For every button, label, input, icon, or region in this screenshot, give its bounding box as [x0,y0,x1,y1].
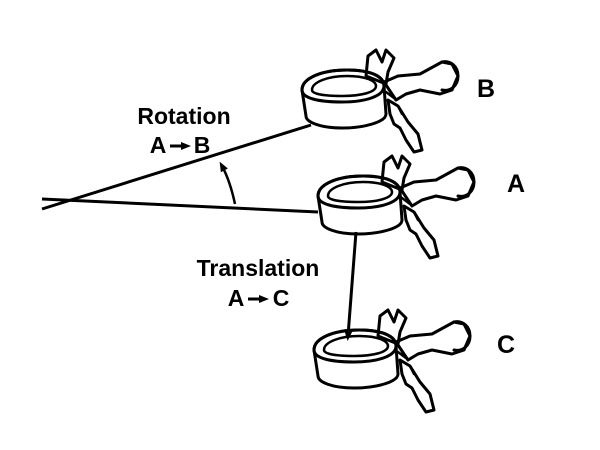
translation-to-label: C [273,285,290,311]
vertebra-a [316,154,476,260]
rotation-angle-arc [219,161,237,205]
vertebra-c [312,308,472,414]
translation-title: Translation [197,255,320,281]
rotation-line-to-b [41,123,312,211]
translation-from-label: A [228,285,245,311]
vertebra-b [300,48,460,154]
rotation-title: Rotation [137,103,230,129]
rotation-from-label: A [150,132,167,158]
rotation-line-to-a [41,197,319,214]
vertebra-b-label: B [477,75,495,103]
vertebra-c-label: C [497,331,515,359]
vertebra-a-label: A [507,170,525,198]
rotation-to-label: B [194,132,211,158]
translation-arrow [344,231,358,341]
